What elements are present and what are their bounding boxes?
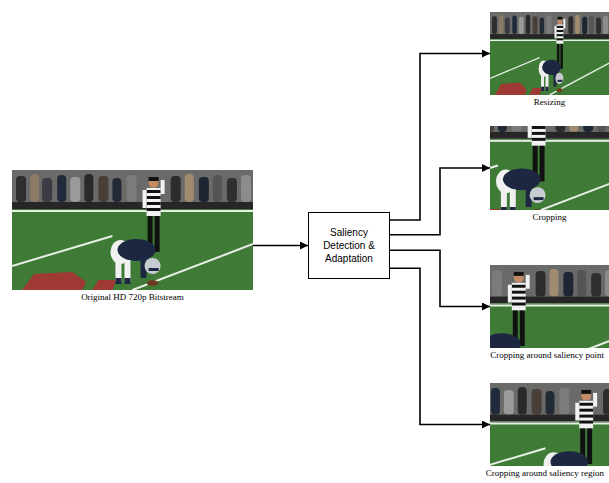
flow-arrow	[253, 245, 308, 247]
image-caption: Cropping around saliency region	[486, 469, 604, 479]
flow-arrow	[390, 250, 490, 306]
saliency-point-photo	[379, 265, 609, 384]
process-box: Saliency Detection & Adaptation	[308, 212, 390, 279]
image-caption: Cropping	[532, 213, 566, 223]
box-label: Saliency Detection & Adaptation	[313, 226, 385, 265]
flow-arrow	[390, 168, 490, 235]
saliency-region-photo	[446, 383, 609, 483]
image-thumbnail: Original HD 720p Bitstream	[12, 170, 253, 290]
image-thumbnail: Resizing	[490, 12, 609, 95]
image-caption: Cropping around saliency point	[490, 351, 604, 361]
original-photo	[12, 170, 253, 290]
image-thumbnail: Cropping around saliency region	[490, 383, 609, 466]
cropped-photo	[399, 100, 609, 219]
flow-arrow	[390, 268, 490, 424]
image-thumbnail: Cropping	[490, 126, 609, 210]
image-thumbnail: Cropping around saliency point	[490, 265, 609, 348]
resized-photo	[490, 12, 609, 95]
image-caption: Resizing	[534, 98, 566, 108]
image-caption: Original HD 720p Bitstream	[81, 293, 184, 303]
